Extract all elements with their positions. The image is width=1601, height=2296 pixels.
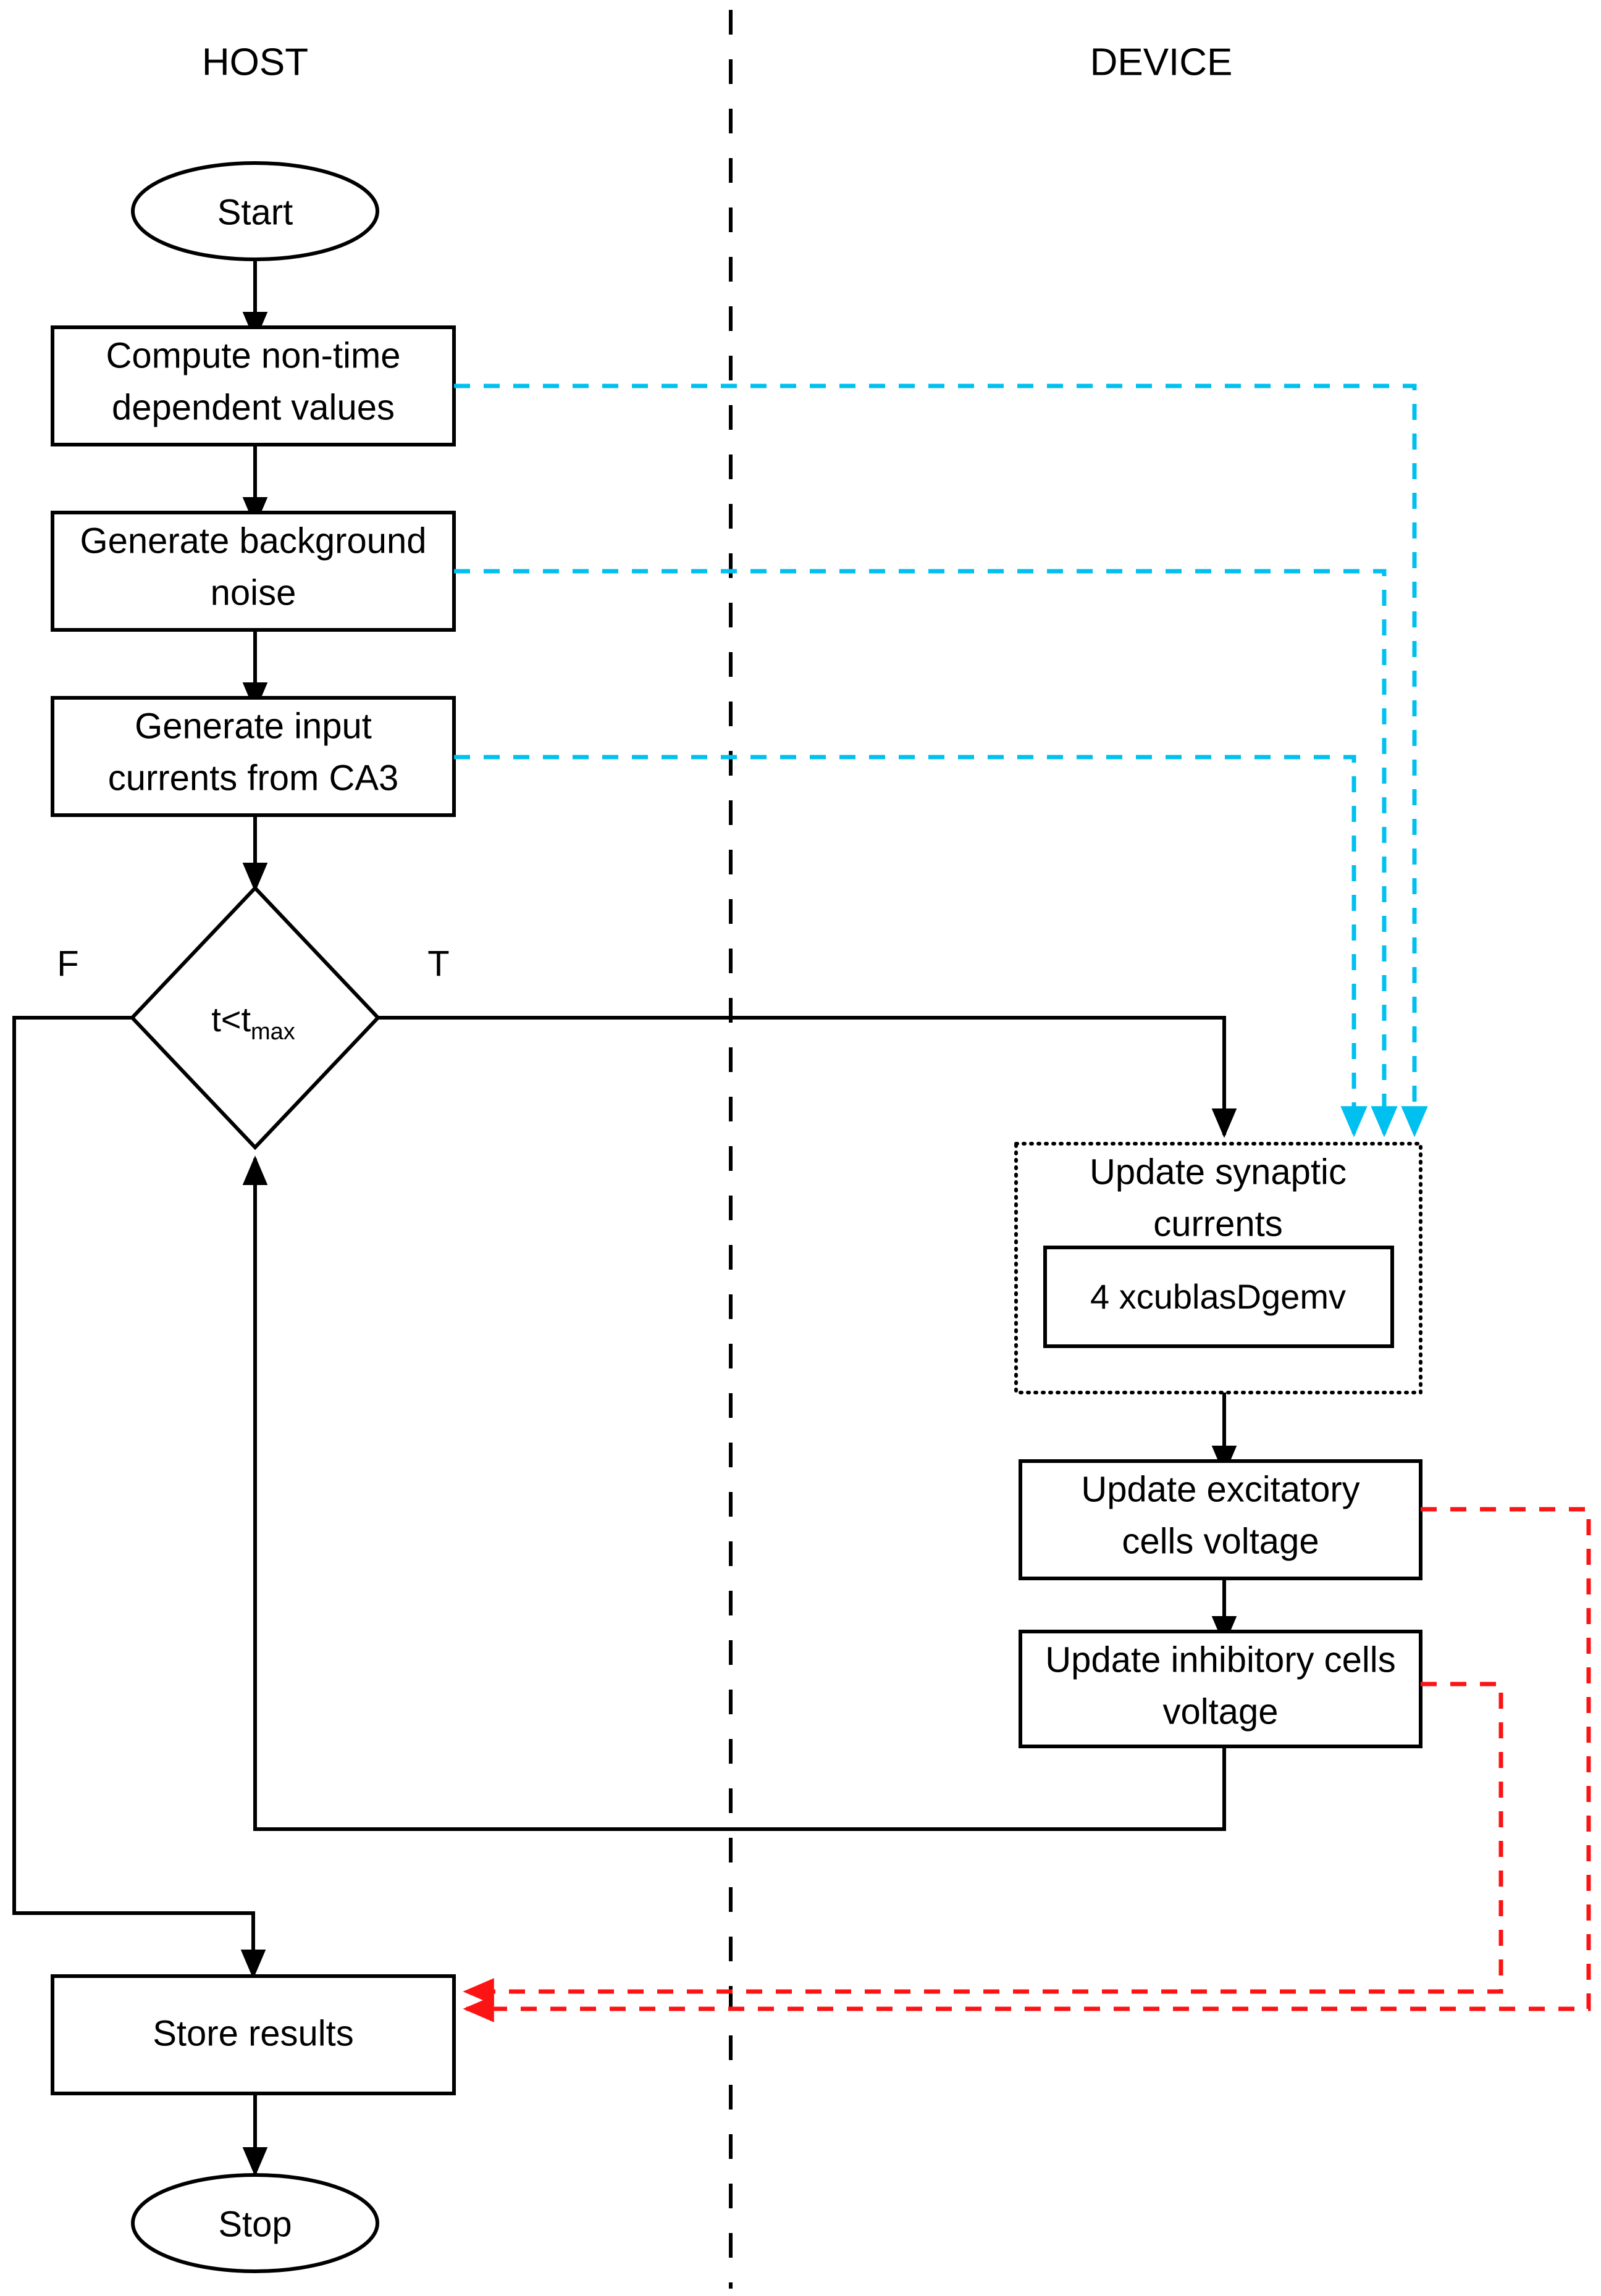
node-store-results-shape[interactable] [51, 1974, 456, 2095]
node-store-results-label: Store results [153, 2013, 354, 2053]
node-update-excitatory-line1: Update excitatory [1081, 1469, 1359, 1509]
edge-transfer-excitatory-to-host [463, 1507, 1591, 2022]
node-loop-condition-label: t<tmax [211, 1000, 295, 1045]
edge-true-branch-to-synaptic [378, 1016, 1237, 1138]
lane-title-host: HOST [202, 41, 308, 83]
node-stop-label: Stop [218, 2204, 292, 2244]
node-update-synaptic-line2: currents [1153, 1204, 1283, 1244]
node-generate-input-shape[interactable] [51, 696, 456, 817]
node-update-inhibitory-line1: Update inhibitory cells [1045, 1640, 1395, 1680]
lane-title-device: DEVICE [1090, 41, 1233, 83]
node-compute-non-time-line1: Compute non-time [106, 335, 400, 375]
edge-transfer-noise-to-device [454, 569, 1398, 1138]
loop-condition-subscript: max [251, 1019, 295, 1045]
node-compute-non-time-shape[interactable] [51, 325, 456, 446]
node-cublas-call-shape[interactable] [1043, 1246, 1394, 1348]
node-compute-non-time-line2: dependent values [112, 387, 395, 427]
node-update-inhibitory-shape[interactable] [1019, 1630, 1422, 1748]
node-update-excitatory-shape[interactable] [1019, 1459, 1422, 1580]
node-generate-input-line2: currents from CA3 [108, 758, 399, 798]
branch-label-true: T [427, 944, 449, 984]
edge-transfer-compute-to-device [454, 383, 1428, 1138]
node-update-synaptic-group[interactable] [1014, 1142, 1422, 1394]
node-cublas-call-label: 4 xcublasDgemv [1090, 1277, 1346, 1316]
edge-false-branch-to-store [12, 1016, 266, 1979]
branch-label-false: F [57, 944, 78, 984]
node-generate-noise-line2: noise [211, 572, 296, 613]
node-loop-condition-shape[interactable] [129, 885, 381, 1150]
node-generate-input-line1: Generate input [135, 706, 372, 746]
loop-condition-expr: t<t [211, 1000, 251, 1039]
node-start-label: Start [217, 192, 293, 232]
node-generate-noise-line1: Generate background [80, 521, 426, 561]
node-update-excitatory-line2: cells voltage [1122, 1521, 1319, 1561]
edge-transfer-input-to-device [454, 755, 1368, 1138]
node-update-synaptic-line1: Update synaptic [1090, 1152, 1347, 1192]
node-update-inhibitory-line2: voltage [1162, 1691, 1278, 1732]
edge-transfer-inhibitory-to-host [463, 1682, 1503, 2005]
node-stop-shape[interactable] [131, 2173, 379, 2273]
edge-loop-back-to-decision [242, 1155, 1226, 1831]
